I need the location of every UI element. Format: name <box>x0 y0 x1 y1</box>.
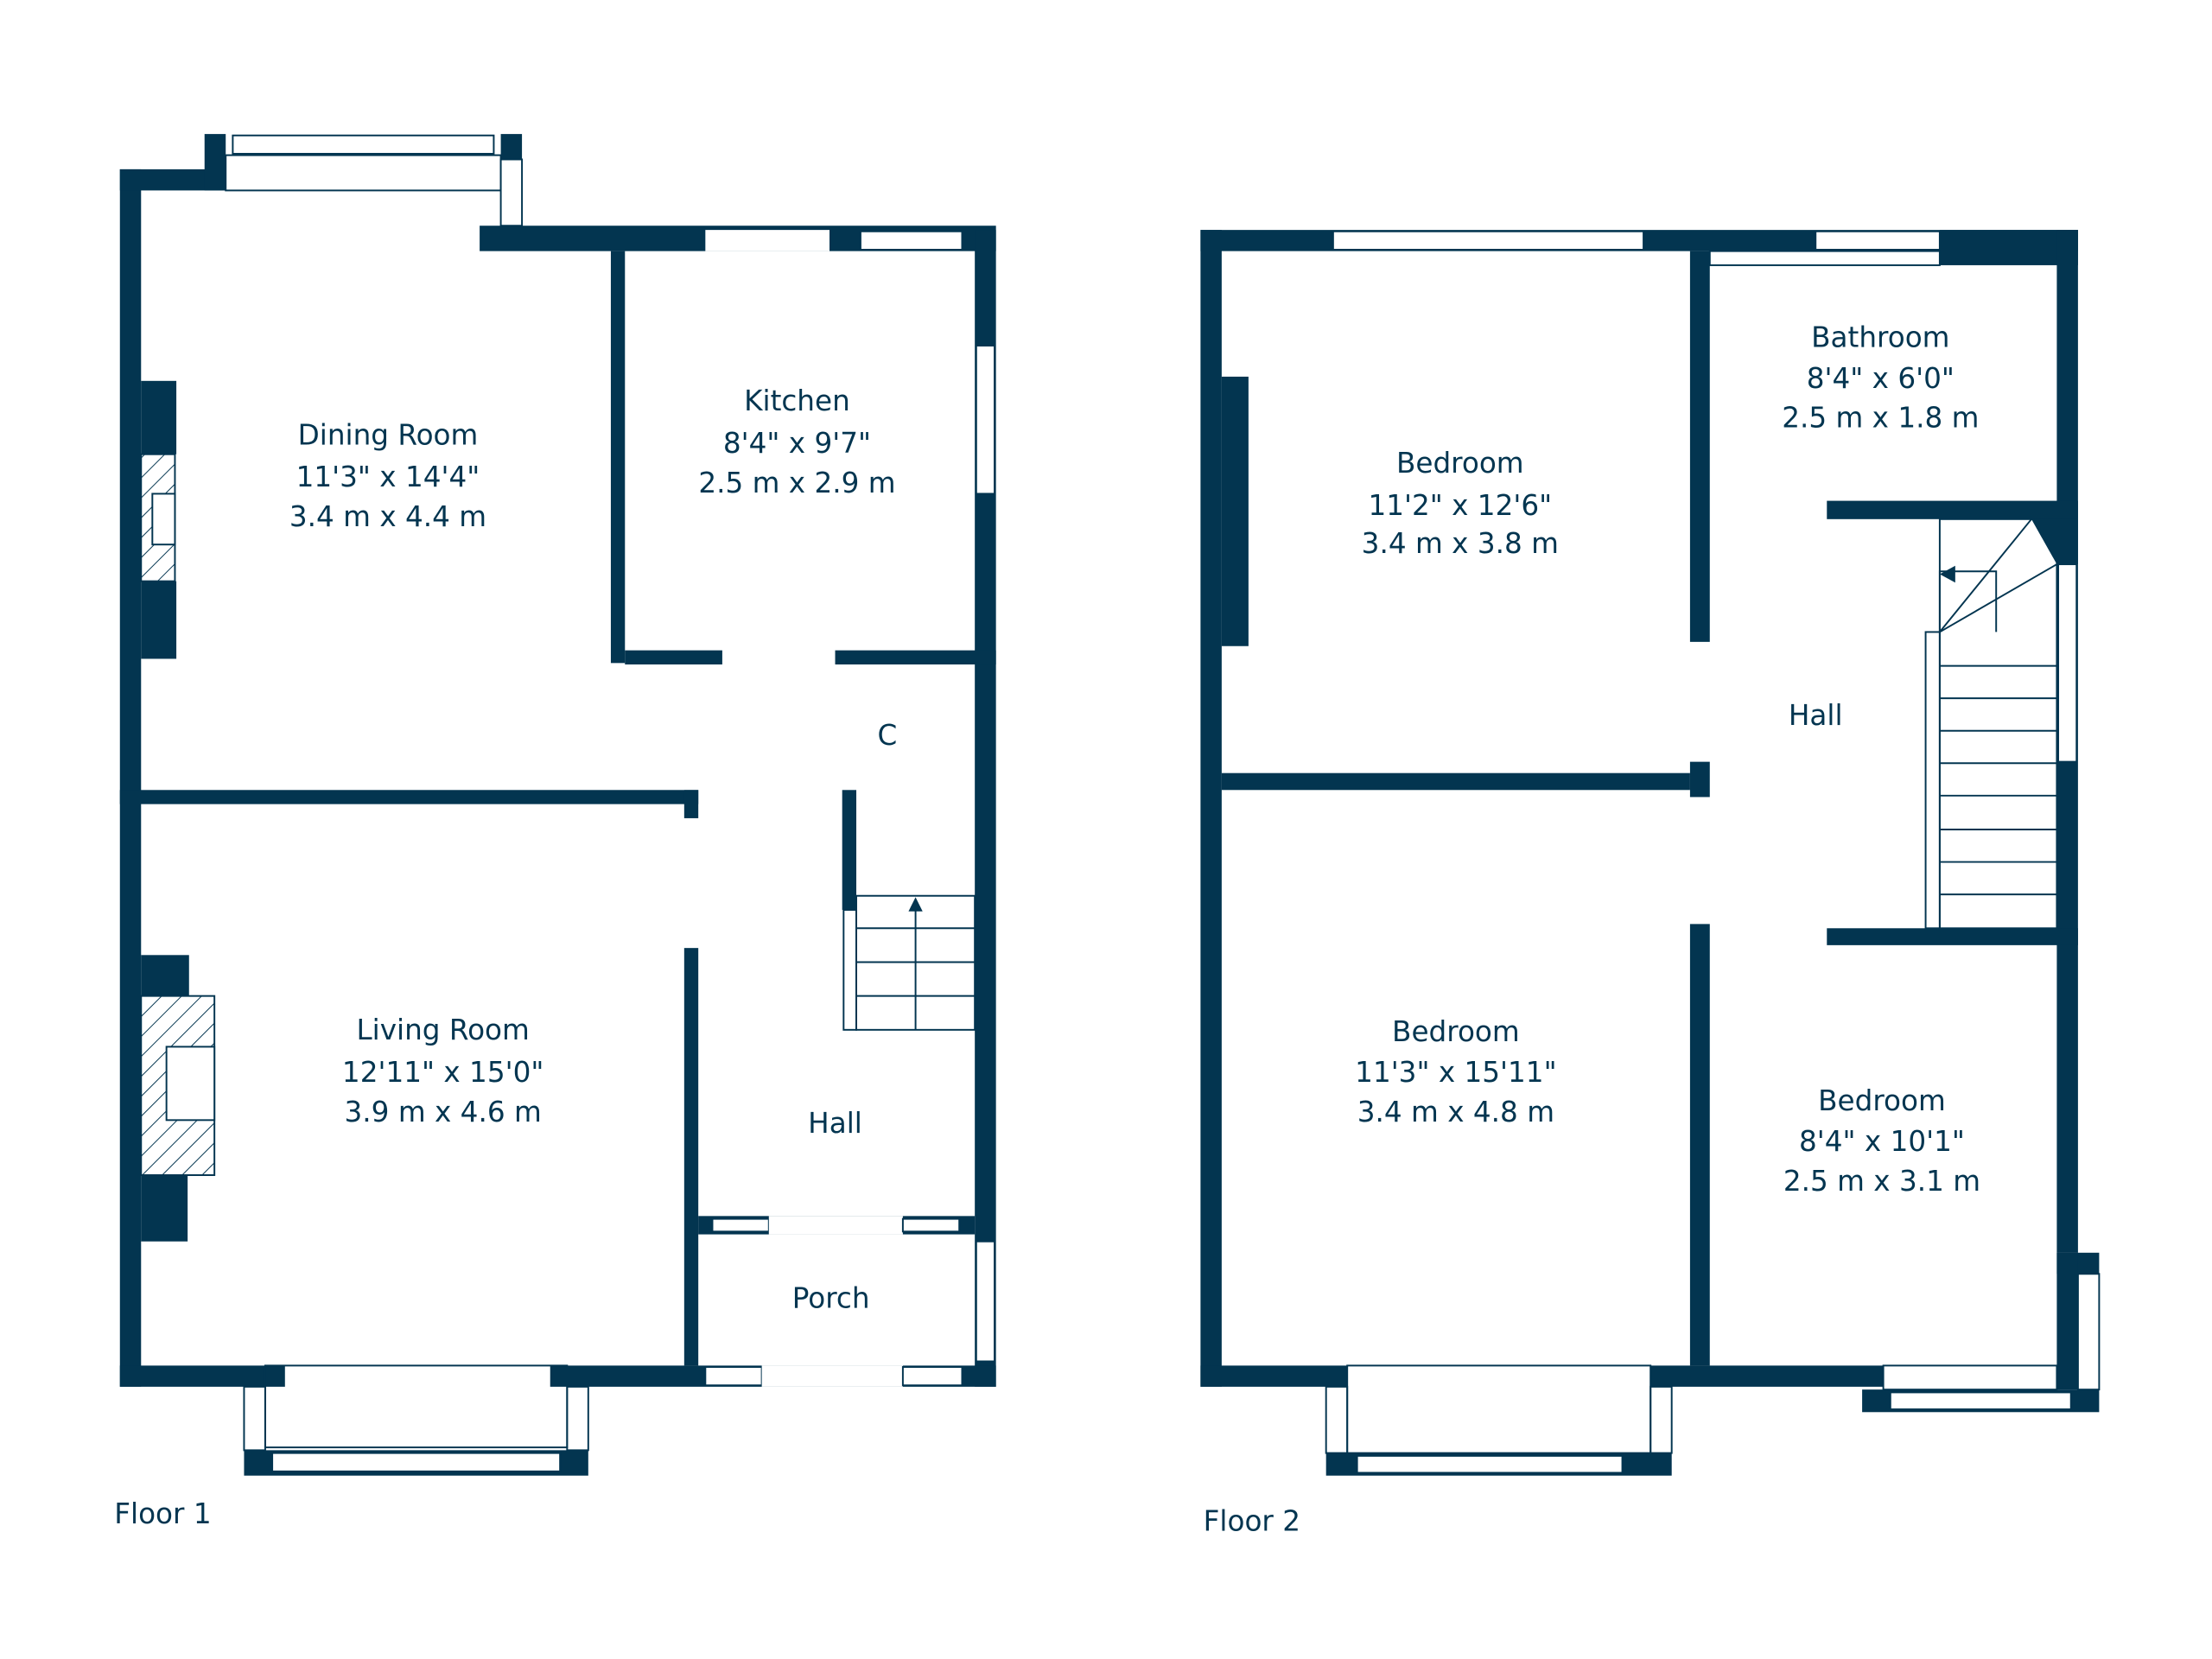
window <box>975 345 996 495</box>
room-dimensions-metric: 3.4 m x 4.8 m <box>1357 1096 1554 1128</box>
chimney-breast <box>141 380 177 454</box>
window <box>975 1240 996 1363</box>
room-dimensions-metric: 2.5 m x 2.9 m <box>698 467 895 499</box>
stairs-icon <box>842 894 976 1031</box>
room-name: Porch <box>792 1281 870 1314</box>
window <box>1815 230 1941 251</box>
room-name: Bedroom <box>1396 447 1524 480</box>
room-dimensions-imperial: 8'4" x 9'7" <box>723 427 871 460</box>
room-dimensions-metric: 3.9 m x 4.6 m <box>345 1096 542 1128</box>
chimney-breast <box>1221 376 1249 646</box>
window <box>271 1452 562 1472</box>
window <box>232 134 495 155</box>
window <box>1332 230 1645 251</box>
window <box>901 1366 963 1387</box>
room-dimensions-imperial: 8'4" x 6'0" <box>1807 362 1955 395</box>
room-dimensions-imperial: 12'11" x 15'0" <box>342 1056 543 1089</box>
window <box>1889 1391 2072 1410</box>
room-dimensions-metric: 3.4 m x 4.4 m <box>289 500 486 533</box>
room-name: Bedroom <box>1392 1015 1520 1048</box>
room-name: C <box>878 719 898 752</box>
room-dimensions-imperial: 8'4" x 10'1" <box>1799 1125 1965 1158</box>
room-dimensions-imperial: 11'3" x 14'4" <box>296 461 480 493</box>
floor-2-plan: Bedroom 11'2" x 12'6" 3.4 m x 3.8 m Bath… <box>1200 230 2101 1537</box>
room-name: Hall <box>808 1107 862 1140</box>
room-name: Hall <box>1789 699 1843 732</box>
room-name: Bedroom <box>1818 1084 1946 1117</box>
floor-label: Floor 2 <box>1204 1504 1300 1537</box>
room-name: Dining Room <box>298 418 479 451</box>
room-dimensions-imperial: 11'3" x 15'11" <box>1355 1056 1556 1089</box>
window <box>859 230 963 251</box>
room-dimensions-metric: 2.5 m x 1.8 m <box>1782 402 1979 435</box>
room-name: Bathroom <box>1811 321 1949 354</box>
floor-1-plan: Dining Room 11'3" x 14'4" 3.4 m x 4.4 m … <box>114 134 996 1530</box>
window <box>499 158 524 227</box>
room-name: Living Room <box>356 1014 529 1046</box>
window <box>704 1366 763 1387</box>
room-name: Kitchen <box>744 385 850 417</box>
floor-label: Floor 1 <box>114 1497 211 1530</box>
room-dimensions-imperial: 11'2" x 12'6" <box>1368 489 1552 522</box>
window <box>1356 1454 1624 1474</box>
stairs-icon <box>1924 518 2078 930</box>
room-dimensions-metric: 2.5 m x 3.1 m <box>1783 1165 1980 1198</box>
room-dimensions-metric: 3.4 m x 3.8 m <box>1362 527 1559 560</box>
window <box>2057 563 2078 763</box>
